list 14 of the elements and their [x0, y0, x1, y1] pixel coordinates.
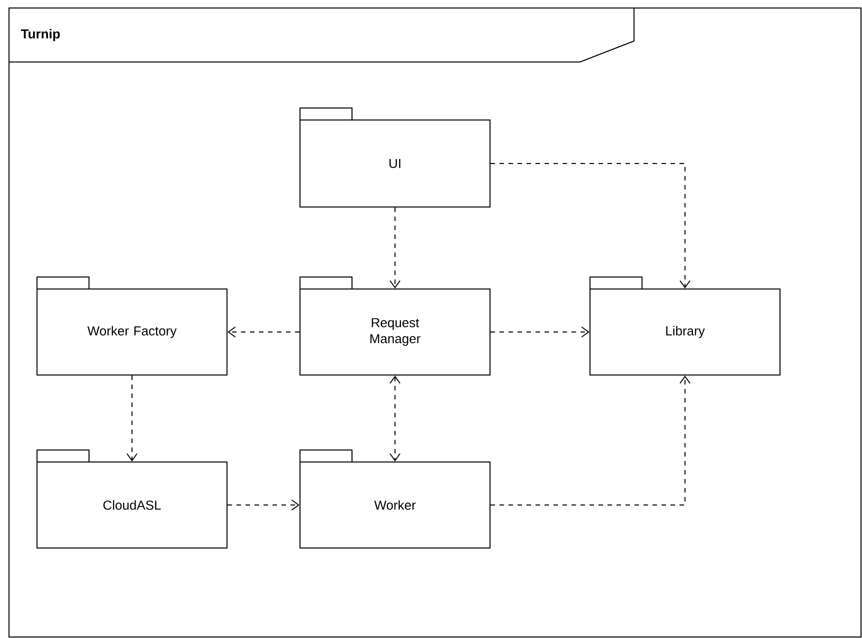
arrow [490, 326, 590, 338]
package-box: Worker [300, 450, 490, 548]
package-box: Library [590, 276, 780, 376]
package-box: CloudASL [36, 450, 228, 548]
arrow [126, 375, 138, 462]
package-box: Worker Factory [36, 276, 228, 376]
arrow [490, 163, 690, 288]
package-box: Request Manager [300, 276, 490, 376]
arrow [390, 376, 400, 462]
package-box: UI [300, 108, 490, 208]
arrow [228, 326, 300, 338]
arrow [227, 500, 300, 510]
arrow [390, 207, 400, 288]
arrow [490, 376, 690, 506]
